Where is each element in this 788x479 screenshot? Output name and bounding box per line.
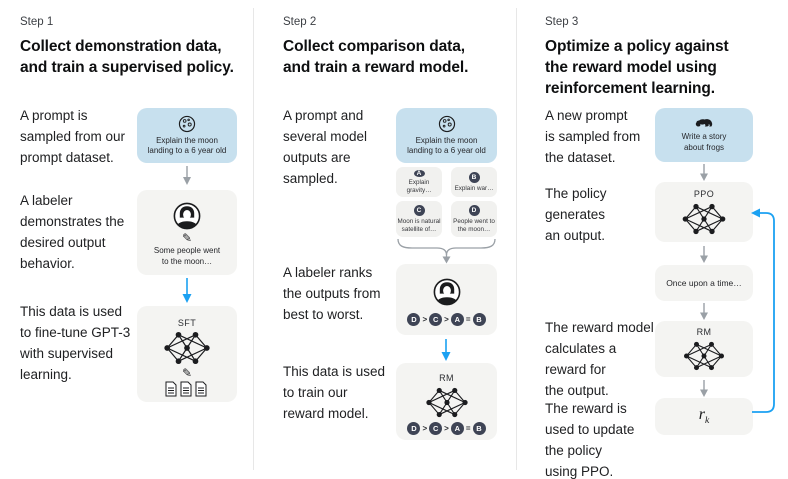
sft-label: SFT bbox=[177, 317, 197, 328]
frog-icon bbox=[694, 117, 714, 129]
step-1-caption-prompt: A prompt is sampled from our prompt data… bbox=[20, 108, 126, 165]
step-3-caption-reward: The reward model calculates a reward for… bbox=[545, 320, 654, 398]
step-1-heading: Collect demonstration data, and train a … bbox=[20, 38, 234, 76]
prompt-box: Explain the moon landing to a 6 year old bbox=[137, 108, 237, 163]
output-option-a: A Explain gravity… bbox=[396, 167, 442, 197]
reward-symbol: rk bbox=[698, 406, 710, 427]
ranking-row: D > C > A = B bbox=[407, 312, 486, 326]
moon-icon bbox=[178, 115, 196, 133]
arrow-down-icon bbox=[698, 164, 710, 182]
step-2-heading: Collect comparison data, and train a rew… bbox=[283, 38, 469, 76]
option-letter-badge: B bbox=[468, 171, 480, 183]
arrow-down-icon bbox=[698, 246, 710, 264]
sft-model-box: SFT ✎ bbox=[137, 306, 237, 402]
rm-model-box: RM D > C > A = B bbox=[396, 363, 497, 440]
reward-value-box: rk bbox=[655, 398, 753, 435]
arrow-down-icon bbox=[698, 303, 710, 321]
column-divider bbox=[253, 8, 254, 470]
neural-network-icon bbox=[683, 341, 725, 371]
rm-label: RM bbox=[696, 327, 712, 337]
rm-model-box: RM bbox=[655, 321, 753, 377]
policy-output-box: Once upon a time… bbox=[655, 265, 753, 301]
output-option-c: C Moon is natural satellite of… bbox=[396, 201, 442, 237]
policy-output-text: Once upon a time… bbox=[666, 277, 742, 288]
labeler-avatar-icon bbox=[173, 202, 201, 230]
prompt-text: Write a story about frogs bbox=[681, 132, 727, 152]
moon-icon bbox=[438, 115, 456, 133]
pencil-icon: ✎ bbox=[181, 231, 193, 245]
step-3-caption-prompt: A new prompt is sampled from the dataset… bbox=[545, 108, 641, 165]
ranking-row: D > C > A = B bbox=[407, 422, 486, 435]
feedback-loop-arrow bbox=[745, 204, 785, 419]
step-2-caption-prompt: A prompt and several model outputs are s… bbox=[283, 108, 368, 186]
labeler-demo-box: ✎ Some people went to the moon… bbox=[137, 190, 237, 275]
step-3-label: Step 3 bbox=[545, 16, 579, 28]
prompt-box: Write a story about frogs bbox=[655, 108, 753, 162]
step-3-caption-update: The reward is used to update the policy … bbox=[545, 401, 635, 479]
prompt-box: Explain the moon landing to a 6 year old bbox=[396, 108, 497, 163]
ppo-label: PPO bbox=[693, 189, 715, 199]
output-option-d: D People went to the moon… bbox=[451, 201, 497, 237]
labeler-output-text: Some people went to the moon… bbox=[153, 246, 221, 266]
pencil-icon: ✎ bbox=[181, 365, 193, 380]
option-letter-badge: A bbox=[413, 170, 425, 177]
neural-network-icon bbox=[681, 203, 727, 235]
step-2-caption-train: This data is used to train our reward mo… bbox=[283, 364, 386, 421]
neural-network-icon bbox=[163, 331, 211, 365]
step-2-caption-rank: A labeler ranks the outputs from best to… bbox=[283, 265, 381, 322]
arrow-down-blue-icon bbox=[181, 278, 193, 304]
rm-label: RM bbox=[439, 373, 454, 383]
step-3-heading: Optimize a policy against the reward mod… bbox=[545, 38, 729, 97]
step-2-label: Step 2 bbox=[283, 16, 317, 28]
column-divider bbox=[516, 8, 517, 470]
curly-brace-arrow-icon bbox=[396, 238, 497, 264]
step-1-caption-labeler: A labeler demonstrates the desired outpu… bbox=[20, 193, 125, 271]
prompt-text: Explain the moon landing to a 6 year old bbox=[407, 135, 486, 156]
labeler-rank-box: D > C > A = B bbox=[396, 264, 497, 335]
model-outputs-grid: A Explain gravity… B Explain war… C Moon… bbox=[396, 167, 497, 237]
step-3-caption-policy: The policy generates an output. bbox=[545, 186, 607, 243]
arrow-down-icon bbox=[698, 380, 710, 398]
option-letter-badge: D bbox=[468, 205, 480, 216]
neural-network-icon bbox=[425, 387, 469, 418]
prompt-text: Explain the moon landing to a 6 year old bbox=[147, 135, 227, 156]
arrow-down-icon bbox=[181, 166, 193, 186]
output-option-b: B Explain war… bbox=[451, 167, 497, 197]
labeler-avatar-icon bbox=[433, 278, 461, 306]
step-1-caption-finetune: This data is used to fine-tune GPT-3 wit… bbox=[20, 304, 131, 382]
arrow-down-blue-icon bbox=[440, 339, 452, 362]
documents-icon bbox=[165, 381, 209, 397]
option-letter-badge: C bbox=[413, 205, 425, 216]
step-1-label: Step 1 bbox=[20, 16, 54, 28]
ppo-policy-box: PPO bbox=[655, 182, 753, 242]
